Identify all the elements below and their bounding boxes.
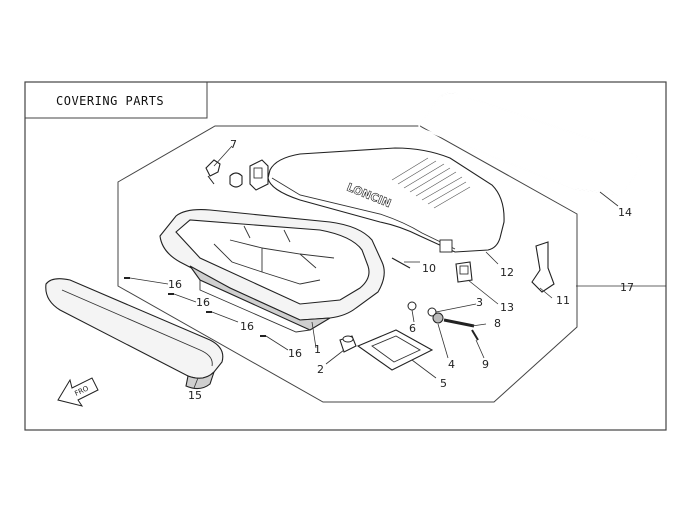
latch-bracket-part (249, 159, 269, 191)
strap-bracket-part (531, 241, 555, 293)
callout-9: 9 (482, 358, 489, 371)
front-direction-arrow: FRO (57, 377, 99, 407)
pin-part (443, 318, 475, 328)
callout-8: 8 (494, 317, 501, 330)
callout-16-a: 16 (168, 278, 182, 291)
rubber-foot-part (339, 335, 357, 353)
callout-14: 14 (618, 206, 632, 219)
nut-part (407, 301, 417, 311)
bolt-part (471, 329, 479, 341)
clip-part (205, 159, 221, 185)
bushing-part (432, 312, 444, 324)
diagram-title: COVERING PARTS (56, 94, 164, 108)
rod-part (391, 257, 411, 269)
bumper-small-part (229, 172, 243, 188)
callout-7: 7 (230, 138, 237, 151)
title-box: COVERING PARTS (25, 82, 208, 119)
callout-15: 15 (188, 389, 202, 402)
callout-16-b: 16 (196, 296, 210, 309)
screws-part (124, 277, 266, 337)
callout-1: 1 (314, 343, 321, 356)
callout-3: 3 (476, 296, 483, 309)
seal-gasket-part (418, 92, 641, 195)
callout-16-c: 16 (240, 320, 254, 333)
diagram-border (24, 81, 667, 431)
callout-6: 6 (409, 322, 416, 335)
callout-13: 13 (500, 301, 514, 314)
callout-4: 4 (448, 358, 455, 371)
callout-16-d: 16 (288, 347, 302, 360)
callout-17: 17 (620, 281, 634, 294)
callout-11: 11 (556, 294, 570, 307)
callout-5: 5 (440, 377, 447, 390)
callout-12: 12 (500, 266, 514, 279)
latch-part (455, 261, 473, 283)
leader-lines (129, 145, 666, 389)
assembly-frame (117, 125, 578, 403)
callout-2: 2 (317, 363, 324, 376)
callout-10: 10 (422, 262, 436, 275)
top-cover-part: LONCIN (267, 147, 505, 253)
storage-box-part (159, 209, 385, 333)
mounting-plate-part (356, 329, 434, 371)
